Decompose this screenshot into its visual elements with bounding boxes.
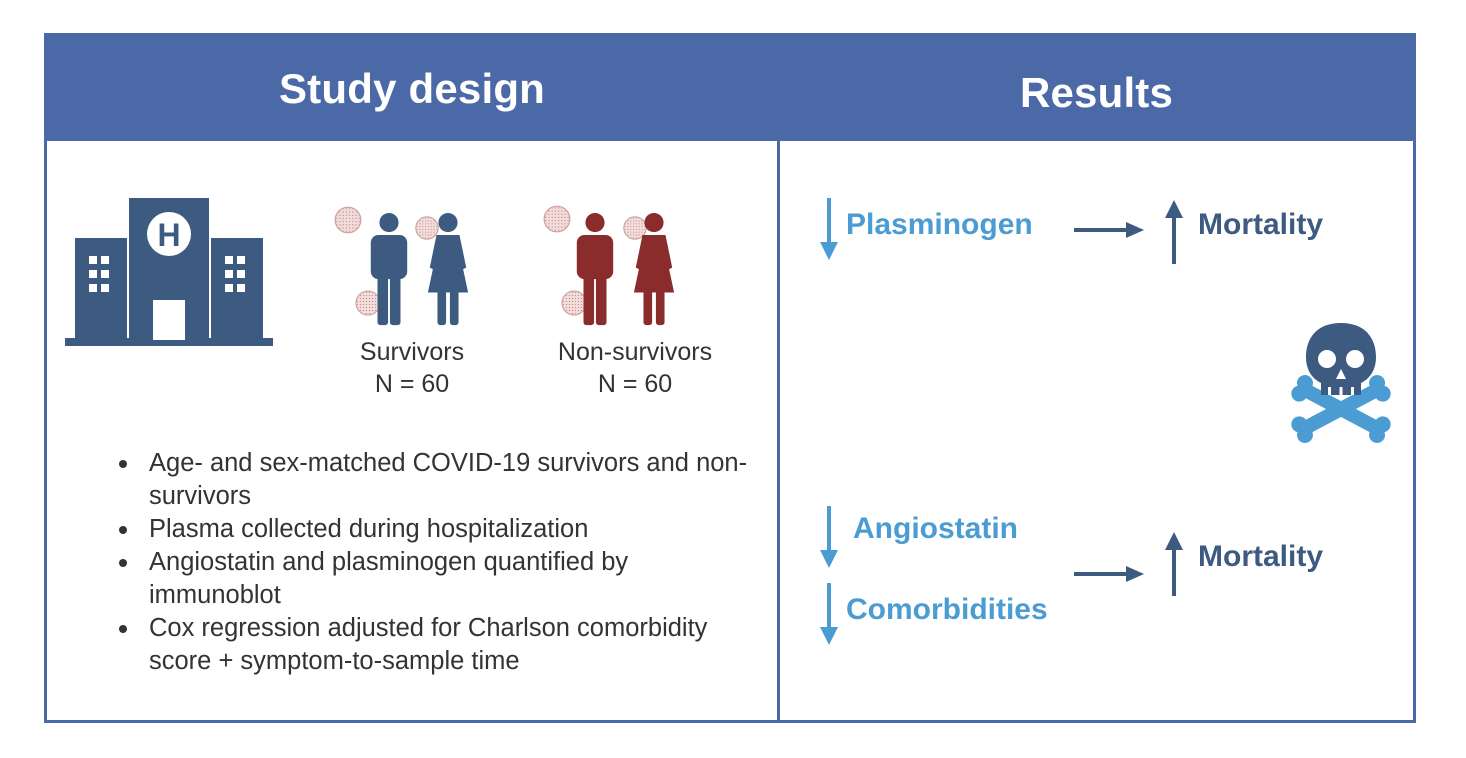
person-male-icon <box>576 212 614 326</box>
study-design-bullets: Age- and sex-matched COVID-19 survivors … <box>117 447 757 678</box>
group-n: N = 60 <box>597 370 673 398</box>
group-name: Non-survivors <box>557 338 713 366</box>
study-design-panel: Study design H Survivors N = 60 <box>44 33 780 723</box>
group-n: N = 60 <box>374 370 450 398</box>
svg-text:H: H <box>157 217 180 253</box>
arrow-up-icon <box>1165 200 1183 264</box>
arrow-up-icon <box>1165 532 1183 596</box>
results-panel: Results Plasminogen Mortality <box>777 33 1416 723</box>
result-factor-angiostatin: Angiostatin <box>853 512 1018 545</box>
group-survivors: Survivors N = 60 <box>337 336 487 400</box>
virus-icon <box>543 205 571 233</box>
person-female-icon <box>427 212 469 326</box>
virus-icon <box>334 206 362 234</box>
arrow-down-icon <box>820 198 838 260</box>
person-male-icon <box>370 212 408 326</box>
person-female-icon <box>633 212 675 326</box>
bullet-item: Cox regression adjusted for Charlson com… <box>117 612 757 678</box>
result-outcome-mortality: Mortality <box>1198 208 1324 241</box>
result-factor-plasminogen: Plasminogen <box>846 208 1033 241</box>
group-non-survivors: Non-survivors N = 60 <box>535 336 735 400</box>
arrow-right-icon <box>1074 566 1144 582</box>
bullet-item: Age- and sex-matched COVID-19 survivors … <box>117 447 757 513</box>
group-name: Survivors <box>359 338 465 366</box>
study-design-title: Study design <box>47 36 777 141</box>
bullet-item: Plasma collected during hospitalization <box>117 513 757 546</box>
skull-crossbones-icon <box>1291 323 1391 443</box>
results-title: Results <box>780 36 1413 141</box>
hospital-icon: H <box>65 198 273 346</box>
arrow-down-icon <box>820 506 838 568</box>
arrow-down-icon <box>820 583 838 645</box>
result-factor-comorbidities: Comorbidities <box>846 593 1048 626</box>
bullet-item: Angiostatin and plasminogen quantified b… <box>117 546 757 612</box>
arrow-right-icon <box>1074 222 1144 238</box>
result-outcome-mortality: Mortality <box>1198 540 1324 573</box>
